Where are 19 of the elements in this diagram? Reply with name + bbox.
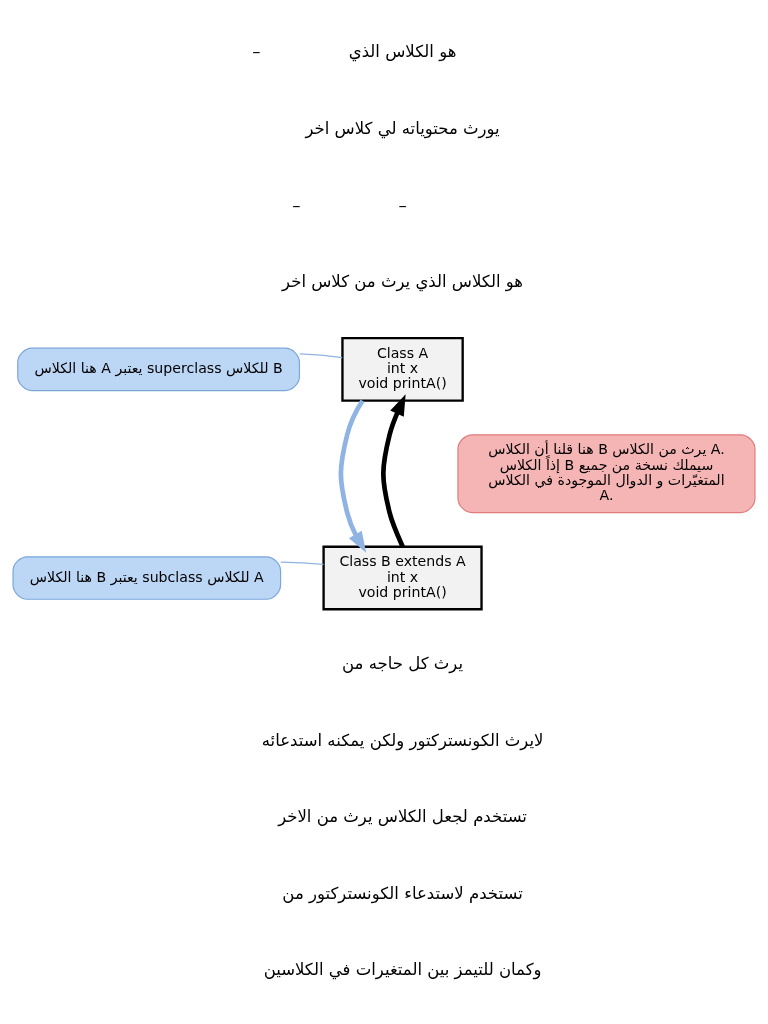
node-box: Class B extends A int x void printA() — [322, 545, 483, 611]
label: – — [398, 195, 407, 215]
node-box: هنا الكلاس A يعتبر superclass للكلاس B — [17, 347, 300, 392]
arrow — [381, 394, 406, 548]
label: وكمان للتيمز بين المتغيرات في الكلاسين — [263, 960, 542, 980]
node-box: Class A int x void printA() — [341, 336, 464, 402]
connector — [299, 353, 343, 359]
label: هو الكلاس الذي — [348, 42, 457, 62]
label: يورث محتوياته لي كلاس اخر — [305, 118, 500, 138]
label: يرث كل حاجه من — [342, 653, 464, 673]
arrow — [338, 399, 367, 553]
label: – — [252, 42, 261, 62]
label: تستخدم لجعل الكلاس يرث من الاخر — [278, 807, 527, 827]
node-box: هنا الكلاس B يعتبر subclass للكلاس A — [12, 556, 282, 600]
label: لايرث الكونستركتور ولكن يمكنه استدعائه — [261, 730, 544, 750]
label: تستخدم لاستدعاء الكونستركتور من — [282, 883, 523, 903]
label: – — [292, 195, 301, 215]
label: هو الكلاس الذي يرث من كلاس اخر — [282, 272, 524, 292]
connector — [280, 561, 325, 565]
